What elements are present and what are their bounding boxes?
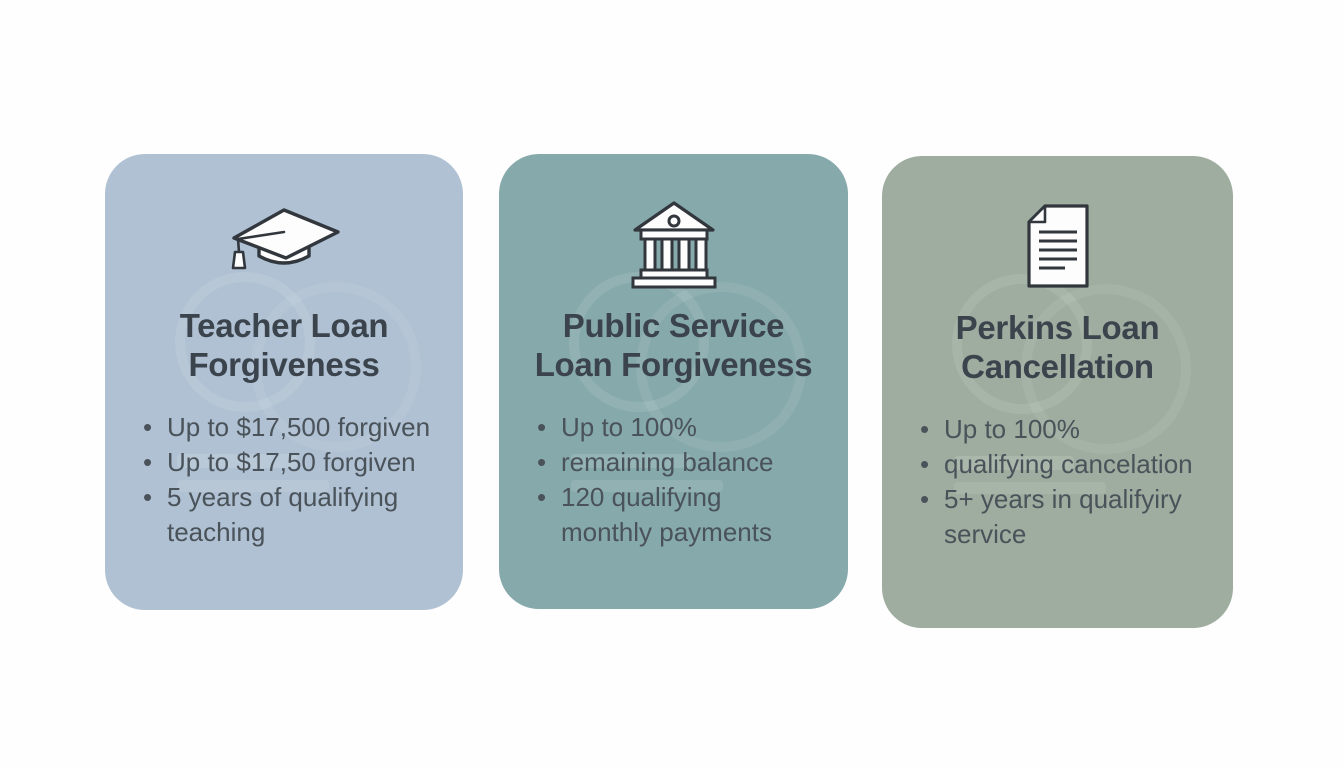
document-icon [1026, 204, 1089, 288]
bullet-item: • remaining balance [537, 445, 830, 480]
bullet-item: • Up to $17,500 forgiven [143, 410, 445, 445]
bullet-dot: • [143, 412, 153, 442]
card-icon-slot [226, 198, 342, 290]
bullet-dot: • [143, 482, 153, 512]
bullet-item: • Up to 100% [920, 412, 1215, 447]
bullet-dot: • [920, 414, 930, 444]
bullet-item: • 5 years of qualifying teaching [143, 480, 445, 550]
card-perkins-loan-cancellation: Perkins Loan Cancellation • Up to 100% •… [882, 156, 1233, 628]
bullet-dot: • [537, 482, 547, 512]
bullet-list: • Up to $17,500 forgiven • Up to $17,50 … [105, 410, 463, 550]
bullet-list: • Up to 100% • qualifying cancelation • … [882, 412, 1233, 552]
bullet-text: Up to 100% [561, 412, 697, 442]
card-public-service-loan-forgiveness: Public Service Loan Forgiveness • Up to … [499, 154, 848, 609]
bullet-text: Up to $17,500 forgiven [167, 412, 431, 442]
bullet-item: • Up to 100% [537, 410, 830, 445]
bullet-text: qualifying cancelation [944, 449, 1193, 479]
bullet-text: 5 years of qualifying teaching [167, 482, 399, 547]
bullet-text: Up to 100% [944, 414, 1080, 444]
bank-icon [631, 201, 716, 289]
bullet-dot: • [537, 447, 547, 477]
bullet-dot: • [537, 412, 547, 442]
bullet-text: remaining balance [561, 447, 774, 477]
bullet-text: Up to $17,50 forgiven [167, 447, 416, 477]
graduation-cap-icon [231, 208, 340, 270]
bullet-item: • 120 qualifying monthly payments [537, 480, 830, 550]
bullet-dot: • [920, 449, 930, 479]
card-icon-slot [628, 198, 720, 290]
card-teacher-loan-forgiveness: Teacher Loan Forgiveness • Up to $17,500… [105, 154, 463, 610]
bullet-list: • Up to 100% • remaining balance • 120 q… [499, 410, 848, 550]
bullet-dot: • [143, 447, 153, 477]
card-title: Public Service Loan Forgiveness [534, 307, 813, 383]
card-icon-slot [1025, 200, 1091, 292]
bullet-item: • qualifying cancelation [920, 447, 1215, 482]
card-title: Perkins Loan Cancellation [955, 309, 1160, 385]
bullet-item: • 5+ years in qualifyiry service [920, 482, 1215, 552]
bullet-text: 5+ years in qualifyiry service [944, 484, 1182, 549]
bullet-text: 120 qualifying monthly payments [561, 482, 772, 547]
bullet-item: • Up to $17,50 forgiven [143, 445, 445, 480]
bullet-dot: • [920, 484, 930, 514]
card-title: Teacher Loan Forgiveness [179, 307, 389, 383]
